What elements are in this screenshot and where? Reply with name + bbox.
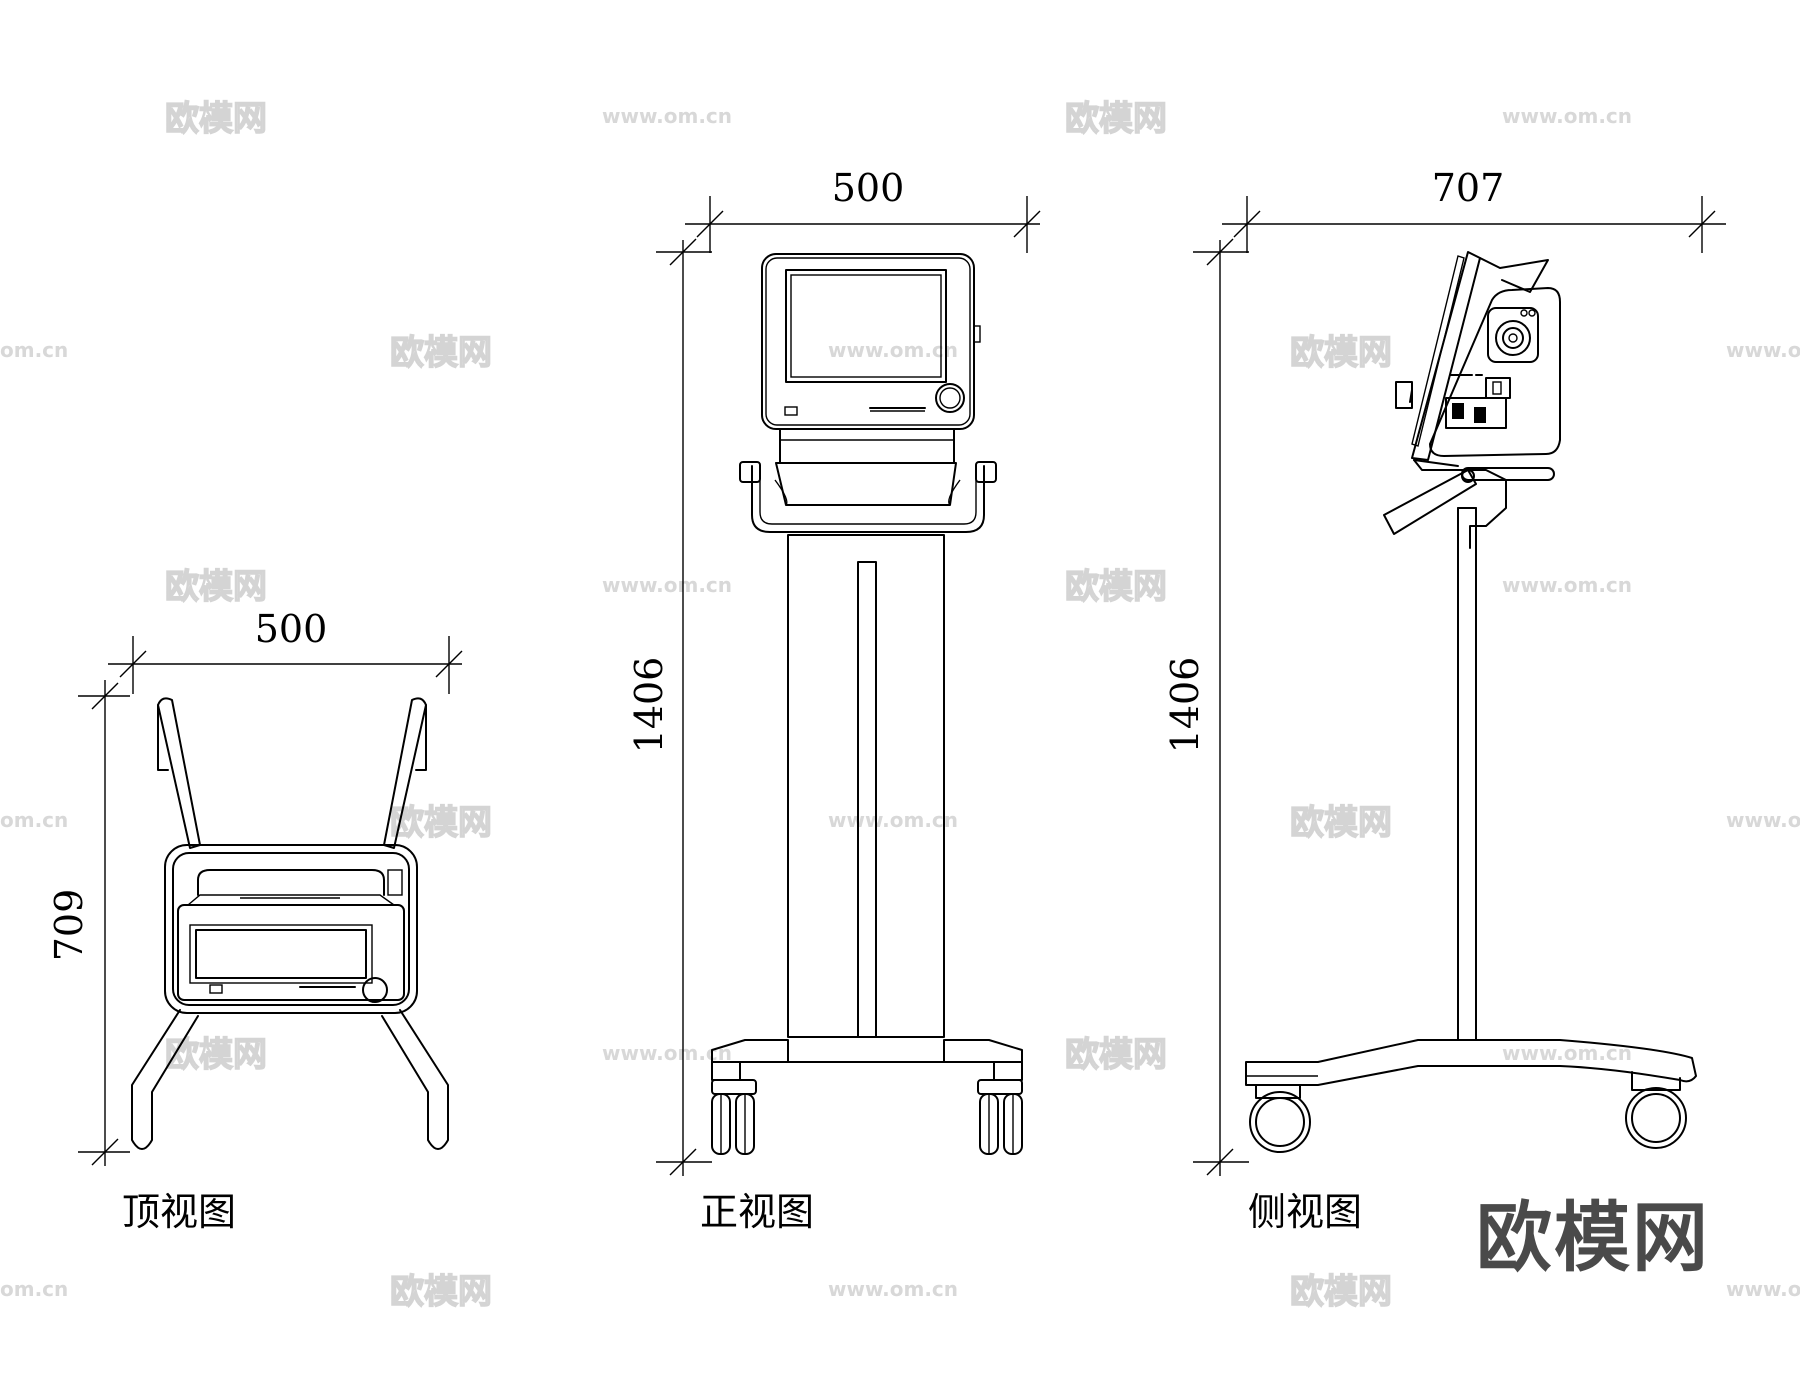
watermark-brand: 欧模网 — [1065, 99, 1167, 139]
side-view-height-label: 1406 — [1163, 657, 1207, 754]
front-view-height-label: 1406 — [627, 657, 671, 754]
watermark-url: www.om.cn — [602, 573, 732, 597]
watermark-url: www.om.cn — [1726, 808, 1800, 832]
watermark-url: om.cn — [0, 1277, 68, 1301]
watermark-url: www.om.cn — [828, 808, 958, 832]
top-view-caption: 顶视图 — [122, 1190, 236, 1234]
top-view-width-label: 500 — [255, 607, 328, 651]
watermark-brand: 欧模网 — [1290, 803, 1392, 843]
watermark-brand: 欧模网 — [1290, 333, 1392, 373]
watermark-url: www.om.cn — [602, 104, 732, 128]
watermark-url: om.cn — [0, 808, 68, 832]
top-view-drawing: 500 709 — [47, 607, 463, 1166]
watermark-url: www.om.cn — [1502, 104, 1632, 128]
watermark-brand: 欧模网 — [390, 333, 492, 373]
watermark-layer: 欧模网 www.om.cn 欧模网 www.om.cn om.cn 欧模网 ww… — [0, 98, 1800, 1312]
watermark-url: om.cn — [0, 338, 68, 362]
top-view-width-dimension: 500 — [108, 607, 463, 694]
top-view-depth-label: 709 — [47, 889, 91, 962]
front-view-height-dimension: 1406 — [627, 238, 712, 1176]
watermark-brand: 欧模网 — [390, 1272, 492, 1312]
watermark-brand: 欧模网 — [390, 803, 492, 843]
watermark-url: www.om.cn — [828, 338, 958, 362]
watermark-brand: 欧模网 — [1065, 1035, 1167, 1075]
watermark-brand: 欧模网 — [165, 99, 267, 139]
front-view-width-dimension: 500 — [685, 166, 1041, 253]
side-view-caption: 侧视图 — [1248, 1190, 1362, 1234]
side-view-width-dimension: 707 — [1222, 166, 1726, 253]
front-view-drawing: 500 1406 — [627, 166, 1041, 1176]
watermark-brand: 欧模网 — [165, 1035, 267, 1075]
top-view-depth-dimension: 709 — [47, 680, 130, 1166]
watermark-url: www.om.cn — [1726, 1277, 1800, 1301]
watermark-url: www.om.cn — [1502, 573, 1632, 597]
watermark-url: www.om.cn — [1726, 338, 1800, 362]
side-view-drawing: 707 1406 — [1163, 166, 1726, 1176]
watermark-brand: 欧模网 — [1290, 1272, 1392, 1312]
brand-logo: 欧模网 — [1476, 1193, 1710, 1282]
side-view-width-label: 707 — [1432, 166, 1505, 210]
watermark-brand: 欧模网 — [165, 567, 267, 607]
front-view-caption: 正视图 — [700, 1190, 814, 1234]
front-view-width-label: 500 — [832, 166, 905, 210]
watermark-brand: 欧模网 — [1065, 567, 1167, 607]
watermark-url: www.om.cn — [602, 1041, 732, 1065]
side-view-height-dimension: 1406 — [1163, 238, 1249, 1176]
watermark-url: www.om.cn — [828, 1277, 958, 1301]
